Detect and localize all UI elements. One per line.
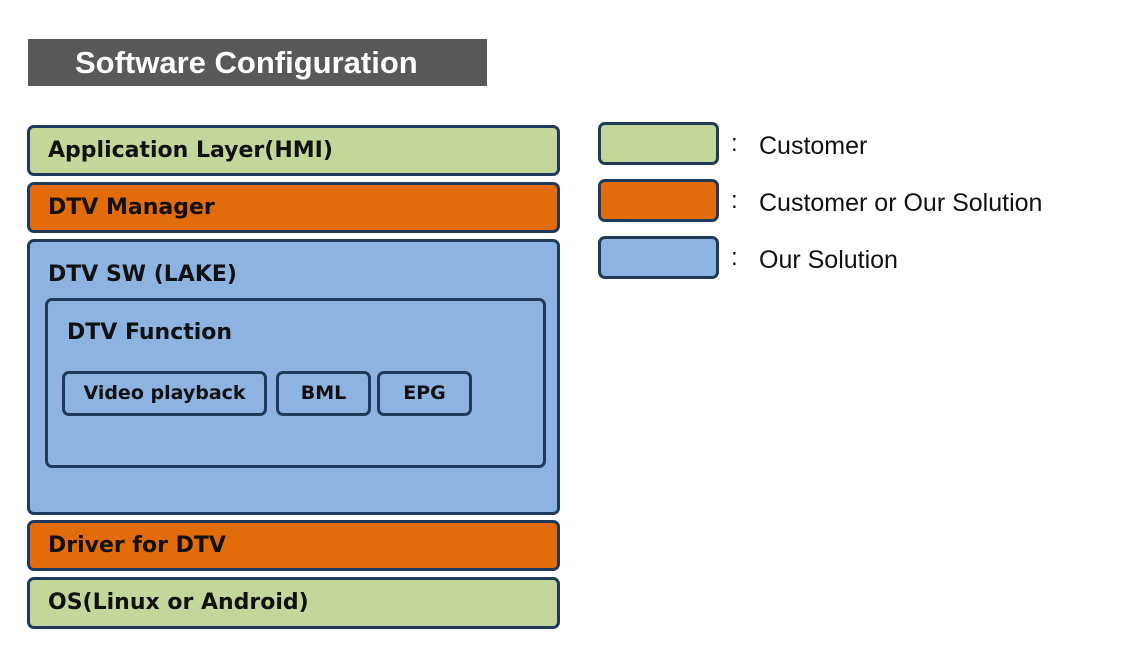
diagram-title: Software Configuration bbox=[28, 39, 487, 86]
legend-colon-customer-or-our-solution: : bbox=[731, 187, 738, 214]
dtv-manager-box: DTV Manager bbox=[27, 182, 560, 233]
os-box: OS(Linux or Android) bbox=[27, 577, 560, 629]
dtv-sw-label: DTV SW (LAKE) bbox=[48, 262, 237, 287]
dtv-function-label: DTV Function bbox=[67, 320, 233, 345]
legend-colon-our-solution: : bbox=[731, 244, 738, 271]
legend-swatch-customer-or-our-solution bbox=[598, 179, 719, 222]
legend-swatch-customer bbox=[598, 122, 719, 165]
driver-for-dtv-box: Driver for DTV bbox=[27, 520, 560, 571]
legend-label-customer: Customer bbox=[759, 132, 868, 160]
bml-box: BML bbox=[276, 371, 371, 416]
epg-box: EPG bbox=[377, 371, 472, 416]
application-layer-box: Application Layer(HMI) bbox=[27, 125, 560, 176]
video-playback-box: Video playback bbox=[62, 371, 267, 416]
legend-colon-customer: : bbox=[731, 130, 738, 157]
legend-label-customer-or-our-solution: Customer or Our Solution bbox=[759, 189, 1043, 217]
legend-swatch-our-solution bbox=[598, 236, 719, 279]
legend-label-our-solution: Our Solution bbox=[759, 246, 898, 274]
